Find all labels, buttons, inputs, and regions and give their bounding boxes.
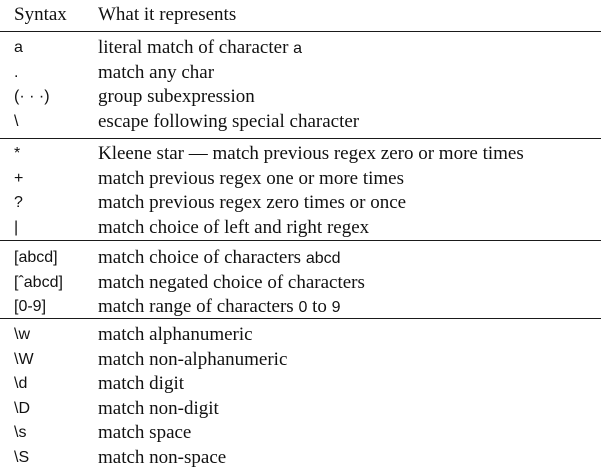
description-cell: match negated choice of characters xyxy=(98,271,365,295)
syntax-cell: \ xyxy=(14,112,19,130)
description-text: match any char xyxy=(98,61,215,83)
table-row: \d match digit xyxy=(0,372,601,396)
description-text: literal match of character xyxy=(98,37,294,58)
table-row: [ˆabcd] match negated choice of character… xyxy=(0,271,601,295)
syntax-cell: | xyxy=(14,218,19,236)
description-cell: escape following special character xyxy=(98,110,359,134)
description-text: match alphanumeric xyxy=(98,324,253,345)
description-cell: match alphanumeric xyxy=(98,323,253,347)
table-row: . match any char xyxy=(0,61,601,85)
description-text: escape following special character xyxy=(98,110,360,132)
syntax-cell: ? xyxy=(14,194,23,211)
description-text: match range of characters xyxy=(98,296,299,317)
code-literal: abcd xyxy=(305,250,341,267)
description-cell: group subexpression xyxy=(98,85,255,109)
description-text: Kleene star — match previous regex zero … xyxy=(98,143,524,164)
group-divider xyxy=(0,240,601,241)
table-row: \w match alphanumeric xyxy=(0,323,601,347)
syntax-cell: (· · ·) xyxy=(14,88,50,105)
description-text: match previous regex one or more times xyxy=(98,167,405,189)
table-row: \W match non-alphanumeric xyxy=(0,348,601,372)
description-cell: match non-alphanumeric xyxy=(98,348,287,372)
syntax-cell: \d xyxy=(14,375,28,392)
header-syntax: Syntax xyxy=(14,4,67,25)
header-meaning: What it represents xyxy=(98,4,237,25)
syntax-cell: * xyxy=(14,145,21,162)
group-divider xyxy=(0,318,601,319)
description-text: match non-alphanumeric xyxy=(98,348,288,370)
description-cell: match previous regex zero times or once xyxy=(98,191,406,215)
syntax-cell: \s xyxy=(14,424,27,441)
table-row: \D match non-digit xyxy=(0,397,601,421)
syntax-cell: \S xyxy=(14,448,30,466)
table-row: + match previous regex one or more times xyxy=(0,167,601,191)
table-row: \S match non-space xyxy=(0,446,601,470)
syntax-cell: \D xyxy=(14,399,30,417)
syntax-cell: . xyxy=(14,63,19,81)
group-divider xyxy=(0,138,601,139)
syntax-cell: a xyxy=(14,39,23,56)
description-text: match space xyxy=(98,422,192,443)
code-literal: 9 xyxy=(331,299,341,316)
description-cell: literal match of character a xyxy=(98,36,302,61)
description-text: match digit xyxy=(98,373,185,394)
table-header: Syntax What it represents xyxy=(0,3,601,27)
description-text: match previous regex zero times or once xyxy=(98,192,407,213)
table-row: \ escape following special character xyxy=(0,110,601,134)
syntax-cell: \w xyxy=(14,326,30,343)
syntax-cell: \W xyxy=(14,350,34,368)
table-row: \s match space xyxy=(0,421,601,445)
description-text: match non-digit xyxy=(98,397,219,419)
description-text: match non-space xyxy=(98,446,227,468)
description-cell: match range of characters 0 to 9 xyxy=(98,295,341,320)
description-cell: Kleene star — match previous regex zero … xyxy=(98,142,524,166)
syntax-cell: [0-9] xyxy=(14,298,47,315)
code-literal: 0 xyxy=(298,299,308,316)
syntax-cell: [abcd] xyxy=(14,249,58,266)
table-row: (· · ·) group subexpression xyxy=(0,85,601,109)
description-text: match negated choice of characters xyxy=(98,271,365,293)
description-cell: match non-space xyxy=(98,446,226,470)
syntax-cell: + xyxy=(14,169,24,187)
table-row: [abcd] match choice of characters abcd xyxy=(0,246,601,270)
description-cell: match non-digit xyxy=(98,397,219,421)
description-text: to xyxy=(307,296,332,317)
syntax-cell: [ˆabcd] xyxy=(14,273,63,291)
table-row: * Kleene star — match previous regex zero… xyxy=(0,142,601,166)
table-row: ? match previous regex zero times or once xyxy=(0,191,601,215)
table-row: | match choice of left and right regex xyxy=(0,216,601,240)
description-text: group subexpression xyxy=(98,86,255,107)
code-literal: a xyxy=(293,40,303,57)
description-cell: match choice of left and right regex xyxy=(98,216,369,240)
table-row: [0-9] match range of characters 0 to 9 xyxy=(0,295,601,319)
description-cell: match space xyxy=(98,421,191,445)
description-text: match choice of left and right regex xyxy=(98,216,370,238)
description-cell: match choice of characters abcd xyxy=(98,246,341,271)
description-text: match choice of characters xyxy=(98,247,306,268)
description-cell: match digit xyxy=(98,372,184,396)
description-cell: match any char xyxy=(98,61,214,85)
description-cell: match previous regex one or more times xyxy=(98,167,404,191)
group-divider xyxy=(0,31,601,32)
